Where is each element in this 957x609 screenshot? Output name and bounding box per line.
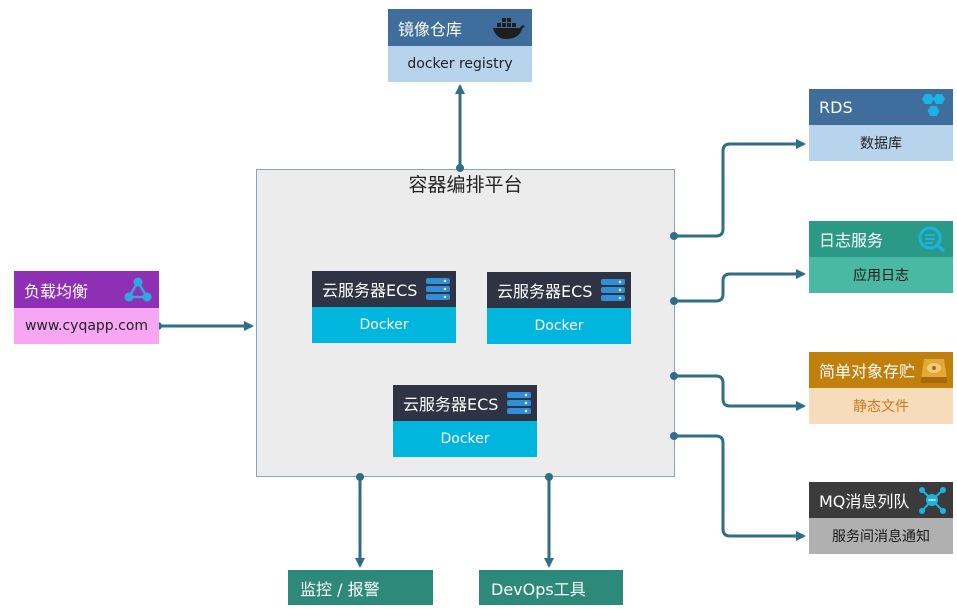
rds-subtitle: 数据库 xyxy=(809,125,953,161)
connector-platform-log xyxy=(675,269,806,303)
hexagon-cluster-icon xyxy=(922,94,945,116)
platform-title: 容器编排平台 xyxy=(408,174,523,196)
object-storage-subtitle: 静态文件 xyxy=(809,388,953,424)
server-stack-icon xyxy=(507,392,531,414)
mq-subtitle: 服务间消息通知 xyxy=(809,518,953,554)
registry-title: 镜像仓库 xyxy=(398,19,463,39)
disk-drive-icon xyxy=(921,359,947,383)
devops-tools-box: DevOps工具 xyxy=(479,570,623,605)
connector-dot xyxy=(670,372,678,380)
connector-platform-rds xyxy=(675,139,806,238)
load-balancer-title: 负载均衡 xyxy=(24,281,89,301)
mq-node: MQ消息列队 服务间消息通知 xyxy=(809,482,953,554)
monitor-alert-label: 监控 / 报警 xyxy=(300,579,380,599)
connector-dot xyxy=(356,473,364,481)
connector-dot xyxy=(545,473,553,481)
mq-title: MQ消息列队 xyxy=(819,492,910,511)
message-hub-icon xyxy=(919,487,946,514)
load-balancer-node: 负载均衡 www.cyqapp.com xyxy=(14,271,159,344)
rds-title: RDS xyxy=(819,97,853,117)
server-stack-icon xyxy=(426,278,450,300)
devops-tools-label: DevOps工具 xyxy=(491,579,586,599)
server-stack-icon xyxy=(601,279,625,301)
connector-platform-mq xyxy=(675,434,806,541)
connector-dot xyxy=(670,232,678,240)
object-storage-node: 简单对象存贮 静态文件 xyxy=(809,352,953,424)
docker-whale-icon xyxy=(493,17,525,39)
object-storage-title: 简单对象存贮 xyxy=(819,362,916,381)
log-service-title: 日志服务 xyxy=(819,231,884,250)
ecs-subtitle: Docker xyxy=(487,308,631,344)
share-nodes-icon xyxy=(124,277,152,301)
log-service-subtitle: 应用日志 xyxy=(809,257,953,293)
rds-node: RDS 数据库 xyxy=(809,89,953,161)
load-balancer-subtitle: www.cyqapp.com xyxy=(14,308,159,344)
ecs-title: 云服务器ECS xyxy=(403,395,499,414)
connector-dot xyxy=(670,297,678,305)
ecs-subtitle: Docker xyxy=(393,421,537,457)
monitor-alert-box: 监控 / 报警 xyxy=(288,570,433,605)
ecs-subtitle: Docker xyxy=(312,307,456,343)
log-service-node: 日志服务 应用日志 xyxy=(809,221,953,293)
registry-subtitle: docker registry xyxy=(388,46,532,82)
registry-node: 镜像仓库 docker registry xyxy=(388,9,532,82)
connector-dot xyxy=(456,164,464,172)
ecs-node: 云服务器ECS Docker xyxy=(393,385,537,457)
log-search-icon xyxy=(918,226,945,253)
connector-platform-oss xyxy=(675,374,806,411)
ecs-node: 云服务器ECS Docker xyxy=(312,271,456,343)
ecs-node: 云服务器ECS Docker xyxy=(487,272,631,344)
ecs-title: 云服务器ECS xyxy=(497,282,593,301)
ecs-title: 云服务器ECS xyxy=(322,281,418,300)
connector-dot xyxy=(670,432,678,440)
